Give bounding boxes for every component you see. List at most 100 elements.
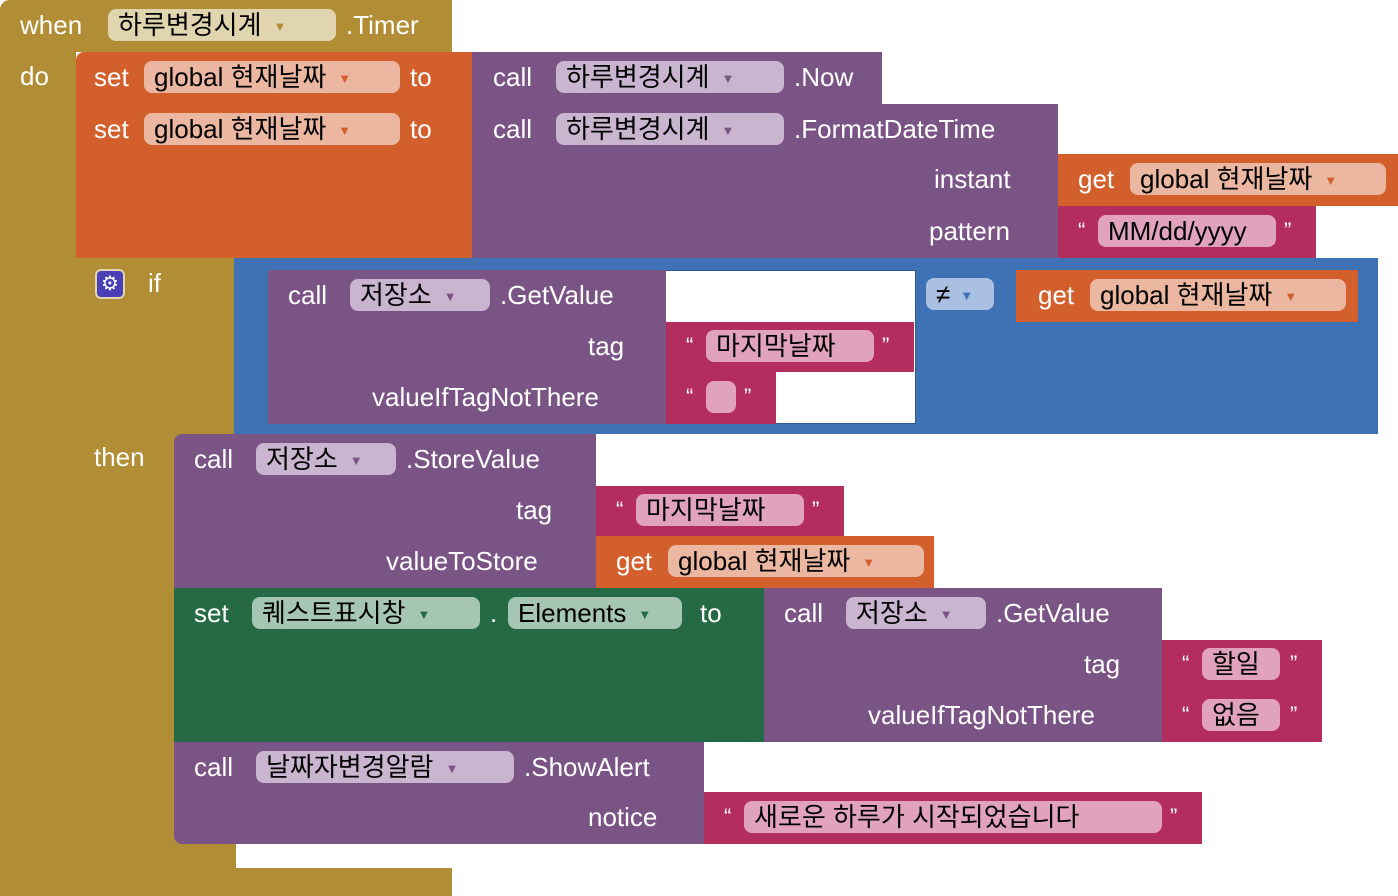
method-name: .ShowAlert <box>524 752 650 782</box>
close-quote: ” <box>882 333 890 358</box>
open-quote: “ <box>686 333 694 358</box>
component-name: 저장소 <box>856 598 928 628</box>
text-value: 새로운 하루가 시작되었습니다 <box>754 802 1080 832</box>
variable-dropdown[interactable]: global 현재날짜 ▼ <box>144 113 400 145</box>
text-field[interactable]: 없음 <box>1202 699 1280 731</box>
open-quote: “ <box>1078 218 1086 243</box>
text-field[interactable] <box>706 381 736 413</box>
get-label: get <box>1078 164 1115 194</box>
default-label: valueIfTagNotThere <box>868 700 1095 730</box>
component-dropdown[interactable]: 저장소▼ <box>350 279 490 311</box>
dropdown-arrow-icon: ▼ <box>417 607 431 623</box>
method-name: .FormatDateTime <box>794 114 996 144</box>
to-label: to <box>410 62 432 92</box>
variable-name: global 현재날짜 <box>154 62 327 92</box>
dropdown-arrow-icon: ▼ <box>445 761 459 777</box>
component-name: 날짜자변경알람 <box>266 752 434 782</box>
call-label: call <box>194 752 234 782</box>
event-name: .Timer <box>346 10 419 40</box>
component-dropdown[interactable]: 퀘스트표시창 ▼ <box>252 597 480 629</box>
dropdown-arrow-icon: ▼ <box>338 71 352 87</box>
method-name: .GetValue <box>500 280 614 310</box>
text-value: 없음 <box>1212 700 1260 730</box>
call-label: call <box>493 62 533 92</box>
dropdown-arrow-icon: ▼ <box>939 607 953 623</box>
close-quote: ” <box>1290 702 1298 727</box>
call-label: call <box>288 280 328 310</box>
open-quote: “ <box>616 497 624 522</box>
close-quote: ” <box>744 384 752 409</box>
close-quote: ” <box>812 497 820 522</box>
text-field[interactable]: MM/dd/yyyy <box>1098 215 1276 247</box>
text-field[interactable]: 새로운 하루가 시작되었습니다 <box>744 801 1162 833</box>
default-label: valueIfTagNotThere <box>372 382 599 412</box>
variable-dropdown[interactable]: global 현재날짜 ▼ <box>144 61 400 93</box>
text-field[interactable]: 마지막날짜 <box>706 330 874 362</box>
when-label: when <box>20 10 83 40</box>
mutator-gear-icon[interactable]: ⚙ <box>95 269 125 299</box>
close-quote: ” <box>1284 218 1292 243</box>
compare-operator-dropdown[interactable]: ≠▼ <box>926 278 994 310</box>
open-quote: “ <box>1182 702 1190 727</box>
open-quote: “ <box>724 804 732 829</box>
component-name: 하루변경시계 <box>566 114 710 144</box>
notice-label: notice <box>588 802 658 832</box>
tag-label: tag <box>588 331 625 361</box>
component-dropdown[interactable]: 저장소 ▼ <box>846 597 986 629</box>
tag-label: tag <box>1084 649 1121 679</box>
component-dropdown[interactable]: 하루변경시계 ▼ <box>556 61 784 93</box>
variable-name: global 현재날짜 <box>154 114 327 144</box>
component-dropdown[interactable]: 저장소 ▼ <box>256 443 396 475</box>
property-dropdown[interactable]: Elements ▼ <box>508 597 682 629</box>
component-name: 하루변경시계 <box>118 10 262 40</box>
dropdown-arrow-icon: ▼ <box>443 289 457 305</box>
if-label: if <box>148 268 161 298</box>
component-name: 퀘스트표시창 <box>262 598 406 628</box>
text-field[interactable]: 할일 <box>1202 648 1280 680</box>
component-dropdown[interactable]: 날짜자변경알람 ▼ <box>256 751 514 783</box>
call-label: call <box>194 444 234 474</box>
operator-symbol: ≠ <box>936 279 951 309</box>
variable-dropdown[interactable]: global 현재날짜 ▼ <box>1090 279 1346 311</box>
to-label: to <box>410 114 432 144</box>
property-name: Elements <box>518 598 627 628</box>
close-quote: ” <box>1170 804 1178 829</box>
component-name: 하루변경시계 <box>566 62 710 92</box>
dropdown-arrow-icon: ▼ <box>862 555 876 571</box>
dropdown-arrow-icon: ▼ <box>1284 289 1298 305</box>
variable-name: global 현재날짜 <box>1100 280 1273 310</box>
component-dropdown[interactable]: 하루변경시계▼ <box>556 113 784 145</box>
instant-label: instant <box>934 164 1011 194</box>
variable-dropdown[interactable]: global 현재날짜 ▼ <box>668 545 924 577</box>
method-name: .StoreValue <box>406 444 540 474</box>
close-quote: ” <box>1290 651 1298 676</box>
then-label: then <box>94 442 145 472</box>
dropdown-arrow-icon: ▼ <box>721 71 735 87</box>
value-label: valueToStore <box>386 546 538 576</box>
variable-dropdown[interactable]: global 현재날짜▼ <box>1130 163 1386 195</box>
set-label: set <box>94 62 129 92</box>
variable-name: global 현재날짜 <box>678 546 851 576</box>
timer-component-dropdown[interactable]: 하루변경시계▼ <box>108 9 336 41</box>
text-field[interactable]: 마지막날짜 <box>636 494 804 526</box>
get-label: get <box>616 546 653 576</box>
do-label: do <box>20 61 49 91</box>
dropdown-arrow-icon: ▼ <box>638 607 652 623</box>
dot-label: . <box>490 598 498 628</box>
tag-label: tag <box>516 495 553 525</box>
variable-name: global 현재날짜 <box>1140 164 1313 194</box>
dropdown-arrow-icon: ▼ <box>960 288 974 304</box>
text-value: MM/dd/yyyy <box>1108 216 1247 246</box>
text-value: 할일 <box>1212 649 1260 679</box>
open-quote: “ <box>1182 651 1190 676</box>
dropdown-arrow-icon: ▼ <box>338 123 352 139</box>
to-label: to <box>700 598 722 628</box>
text-value: 마지막날짜 <box>716 331 836 361</box>
get-label: get <box>1038 280 1075 310</box>
call-label: call <box>493 114 533 144</box>
pattern-label: pattern <box>929 216 1010 246</box>
call-label: call <box>784 598 824 628</box>
component-name: 저장소 <box>266 444 338 474</box>
dropdown-arrow-icon: ▼ <box>349 453 363 469</box>
method-name: .Now <box>794 62 854 92</box>
